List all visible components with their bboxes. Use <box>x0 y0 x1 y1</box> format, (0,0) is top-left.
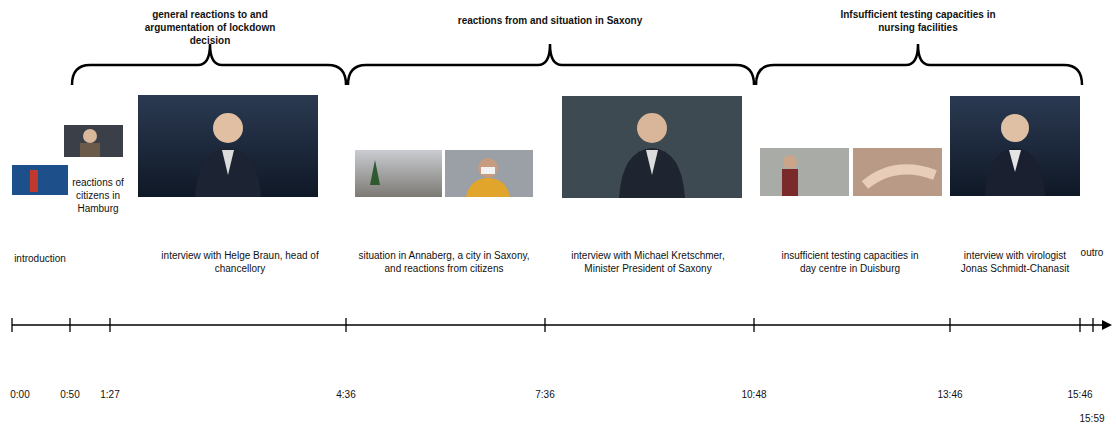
time-stamp: 13:46 <box>933 388 967 401</box>
time-stamp: 4:36 <box>329 388 363 401</box>
time-stamp: 0:00 <box>3 388 37 401</box>
segment-label: reactions of citizens in Hamburg <box>69 176 127 215</box>
segment-label: insufficient testing capacities in day c… <box>775 249 925 275</box>
segment-label: interview with Michael Kretschmer, Minis… <box>563 249 733 275</box>
segment-label: interview with Helge Braun, head of chan… <box>155 249 325 275</box>
time-stamp: 1:27 <box>93 388 127 401</box>
axis-arrowhead <box>1102 320 1112 330</box>
segment-label: situation in Annaberg, a city in Saxony,… <box>354 249 534 275</box>
segment-label: introduction <box>5 252 75 265</box>
time-stamp: 15:46 <box>1063 388 1097 401</box>
time-stamp: 7:36 <box>528 388 562 401</box>
time-stamp: 0:50 <box>53 388 87 401</box>
curly-bracket <box>72 44 1082 85</box>
time-stamp: 15:59 <box>1075 412 1109 425</box>
video-still <box>12 95 1080 198</box>
time-axis <box>12 318 1105 332</box>
segment-label: outro <box>1074 246 1110 259</box>
section-heading: Infsufficient testing capacities in nurs… <box>833 8 1003 34</box>
section-heading: general reactions to and argumentation o… <box>135 8 285 47</box>
time-stamp: 10:48 <box>737 388 771 401</box>
segment-label: interview with virologist Jonas Schmidt-… <box>950 249 1080 275</box>
section-heading: reactions from and situation in Saxony <box>420 14 680 27</box>
